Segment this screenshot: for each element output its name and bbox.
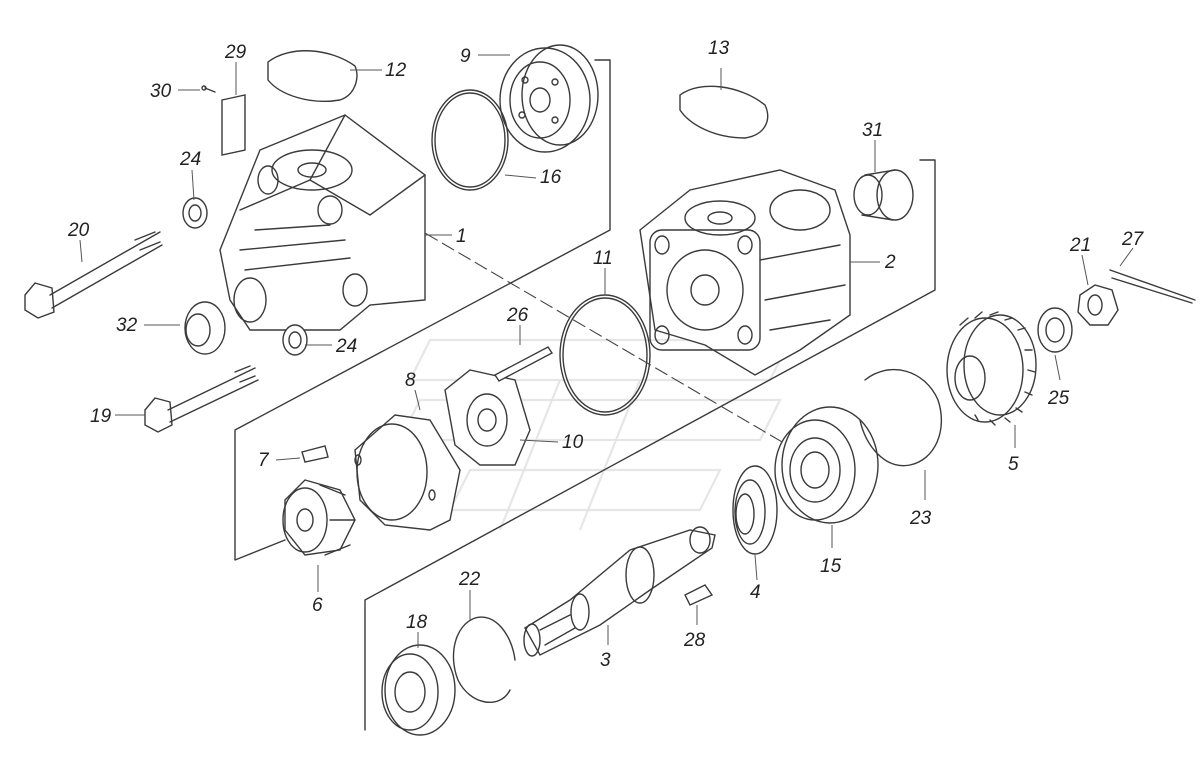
part-27-cotter-pin <box>1109 269 1196 304</box>
part-32-bushing <box>184 301 226 355</box>
callout-20: 20 <box>67 220 90 241</box>
part-30-screw <box>201 85 216 93</box>
callout-28: 28 <box>683 630 706 651</box>
callout-18: 18 <box>406 612 428 633</box>
callout-9: 9 <box>460 46 471 67</box>
part-2-housing <box>639 169 851 376</box>
callout-3: 3 <box>600 650 611 671</box>
callout-29: 29 <box>224 42 247 63</box>
callout-labels: 30 29 12 9 24 16 1 20 32 24 19 13 31 2 1… <box>67 38 1145 671</box>
leader-lines <box>79 54 1134 648</box>
callout-6: 6 <box>312 595 323 616</box>
callout-21: 21 <box>1069 235 1091 256</box>
part-10-plate <box>444 369 531 466</box>
part-6-rotor <box>282 479 356 556</box>
part-20-bolt <box>24 231 163 319</box>
part-29-nameplate <box>221 94 246 156</box>
part-11-o-ring <box>559 294 651 416</box>
part-22-snap-ring <box>452 616 516 703</box>
callout-1: 1 <box>456 226 467 247</box>
callout-13: 13 <box>708 38 730 59</box>
part-4-seal <box>732 465 778 555</box>
part-18-bearing <box>381 644 456 736</box>
part-15-bearing <box>774 406 879 524</box>
callout-11: 11 <box>593 248 613 269</box>
callout-31: 31 <box>862 120 883 141</box>
part-7-vane <box>301 445 329 463</box>
callout-10: 10 <box>562 432 584 453</box>
part-31-bushing <box>853 169 914 221</box>
part-26-pin <box>493 346 554 382</box>
callout-26: 26 <box>506 305 529 326</box>
callout-32: 32 <box>116 315 138 336</box>
callout-8: 8 <box>405 370 416 391</box>
part-28-key <box>684 584 714 606</box>
callout-12: 12 <box>385 60 407 81</box>
part-21-nut <box>1077 284 1119 326</box>
part-8-cam-ring <box>354 414 461 531</box>
callout-30: 30 <box>150 81 172 102</box>
callout-2: 2 <box>884 252 896 273</box>
callout-15: 15 <box>820 556 842 577</box>
part-23-snap-ring <box>859 368 943 467</box>
part-24-washer-lower <box>282 324 308 356</box>
callout-22: 22 <box>458 569 481 590</box>
callout-5: 5 <box>1008 454 1019 475</box>
callout-7: 7 <box>258 450 270 471</box>
callout-4: 4 <box>750 582 761 603</box>
part-9-pressure-plate <box>499 44 599 153</box>
callout-19: 19 <box>90 406 112 427</box>
callout-16: 16 <box>540 167 562 188</box>
part-16-o-ring <box>431 89 509 191</box>
part-13-gasket <box>679 85 769 139</box>
part-19-bolt <box>144 365 259 433</box>
part-3-shaft <box>523 526 716 657</box>
callout-27: 27 <box>1121 229 1145 250</box>
part-5-gear <box>946 311 1037 426</box>
callout-25: 25 <box>1047 388 1070 409</box>
assembly-axis-lines <box>234 59 936 731</box>
part-12-gasket <box>267 50 358 102</box>
part-25-washer <box>1037 307 1073 353</box>
part-1-housing <box>219 114 426 331</box>
callout-23: 23 <box>909 508 932 529</box>
callout-24-upper: 24 <box>179 149 201 170</box>
callout-24-lower: 24 <box>335 336 357 357</box>
part-24-washer-upper <box>182 197 208 229</box>
